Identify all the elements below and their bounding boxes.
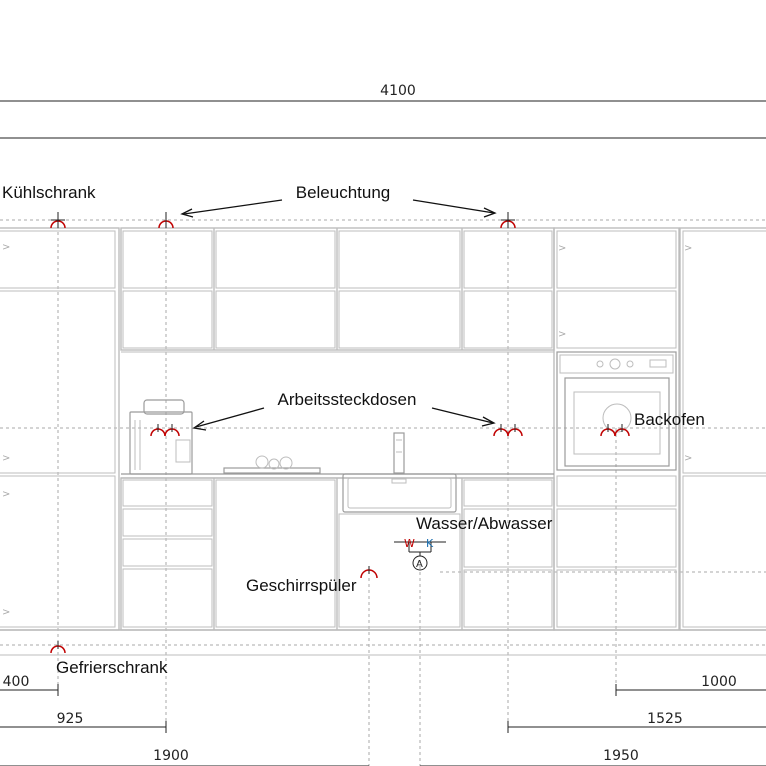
warm-water-symbol: W (404, 537, 415, 550)
water-label: Wasser/Abwasser (416, 514, 553, 533)
dimension-400: 400 (0, 674, 59, 696)
drain-symbol: A (416, 559, 423, 570)
cold-water-symbol: K (426, 537, 434, 550)
oven (556, 351, 677, 471)
dimension-1950: 1950 (420, 748, 766, 766)
water-connection-icon: W K A (394, 537, 446, 571)
svg-text:>: > (558, 243, 566, 254)
dimension-925-label: 925 (57, 711, 84, 727)
dimension-400-label: 400 (3, 674, 30, 690)
svg-text:>: > (2, 242, 10, 253)
dimension-1900: 1900 (0, 748, 369, 766)
svg-text:>: > (2, 489, 10, 500)
socket-left-connection-icon (150, 424, 180, 437)
dimension-1525-label: 1525 (647, 711, 683, 727)
coffee-machine (129, 399, 193, 475)
lighting-label: Beleuchtung (296, 183, 391, 202)
cabinetry: > > > > > > > > (0, 227, 766, 656)
dimension-1000-label: 1000 (701, 674, 737, 690)
freezer-label: Gefrierschrank (56, 658, 168, 677)
svg-text:>: > (684, 453, 692, 464)
fridge-label: Kühlschrank (2, 183, 96, 202)
dimension-1525: 1525 (507, 711, 766, 733)
lighting-arrows (180, 199, 497, 218)
lighting-left-connection-icon (158, 212, 174, 229)
sockets-arrows (192, 407, 496, 431)
overall-dimension-label: 4100 (380, 83, 416, 99)
cutting-board (223, 455, 321, 474)
sockets-label: Arbeitssteckdosen (278, 390, 417, 409)
freezer-connection-icon (50, 641, 66, 654)
svg-text:>: > (558, 329, 566, 340)
sink (342, 432, 457, 513)
svg-text:>: > (2, 453, 10, 464)
svg-text:>: > (2, 607, 10, 618)
dimension-1900-label: 1900 (153, 748, 189, 764)
fridge-connection-icon (50, 212, 66, 229)
oven-label: Backofen (634, 410, 705, 429)
svg-text:>: > (684, 243, 692, 254)
dishwasher-connection-icon (360, 566, 378, 579)
dimension-1000: 1000 (615, 674, 766, 696)
dimension-1950-label: 1950 (603, 748, 639, 764)
dimension-925: 925 (0, 711, 167, 733)
oven-connection-icon (600, 424, 630, 437)
dishwasher-label: Geschirrspüler (246, 576, 357, 595)
overall-dimension: 4100 (0, 83, 766, 139)
socket-right-connection-icon (493, 424, 523, 437)
lighting-right-connection-icon (500, 212, 516, 229)
